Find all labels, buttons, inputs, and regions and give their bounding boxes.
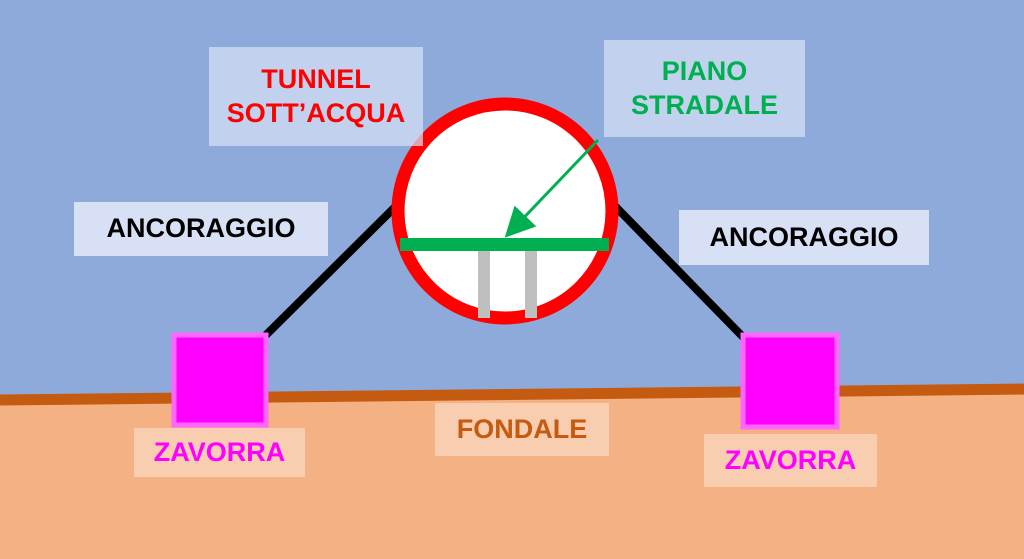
ballast-label-left: ZAVORRA: [134, 428, 305, 477]
anchor-cable-left: [263, 204, 398, 338]
seabed-label: FONDALE: [435, 403, 609, 456]
ballast-block-right: [740, 332, 840, 430]
anchor-label-right: ANCORAGGIO: [679, 210, 929, 265]
road-deck-label: PIANO STRADALE: [604, 40, 805, 137]
deck-pillar-left: [478, 240, 490, 318]
anchor-label-left: ANCORAGGIO: [74, 202, 328, 256]
tunnel-label: TUNNEL SOTT’ACQUA: [209, 47, 423, 146]
road-deck: [400, 238, 609, 251]
ballast-label-right: ZAVORRA: [704, 434, 877, 487]
road-deck-arrow: [504, 138, 600, 238]
tunnel-ring: [391, 97, 619, 325]
seabed-line: [0, 383, 1024, 406]
ballast-block-left: [171, 332, 269, 428]
deck-pillar-right: [525, 240, 537, 318]
anchor-cable-right: [611, 202, 747, 341]
